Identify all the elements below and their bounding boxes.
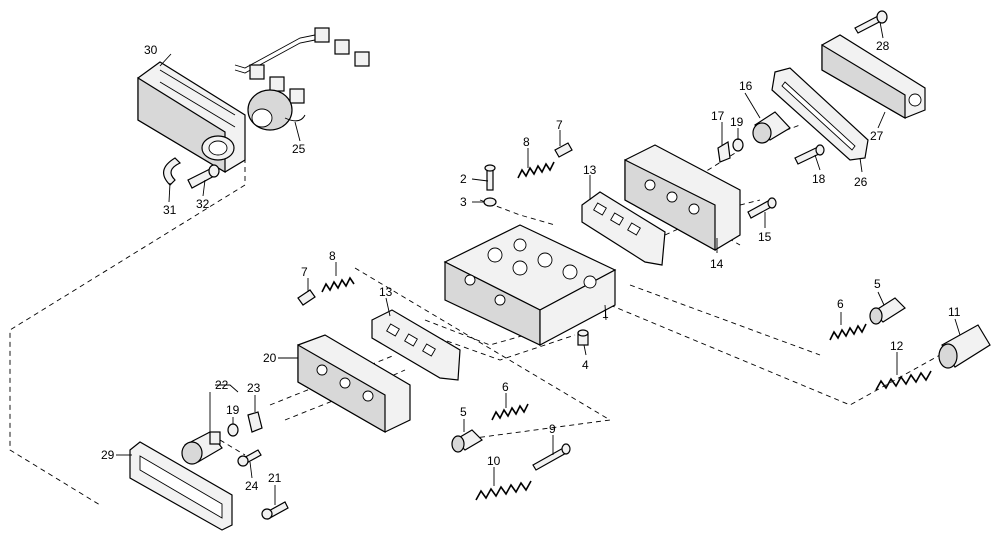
clip-23 (247, 411, 263, 433)
bolt-2 (484, 164, 496, 191)
callout-11: 11 (948, 305, 961, 319)
spring-12 (875, 370, 932, 391)
valve-5-left (451, 429, 483, 453)
callout-10: 10 (487, 454, 501, 468)
housing-20 (297, 334, 411, 434)
gasket-29 (129, 441, 233, 531)
callout-27: 27 (870, 129, 884, 143)
callout-1: 1 (602, 307, 609, 321)
callout-14: 14 (710, 257, 724, 271)
o-ring-19-lower (227, 423, 239, 437)
pin-9 (532, 443, 571, 471)
leader-lines (116, 21, 961, 505)
callout-24: 24 (245, 479, 259, 493)
callout-5-right: 5 (874, 277, 881, 291)
callout-8-upper: 8 (523, 135, 530, 149)
callout-13-lower: 13 (379, 285, 393, 299)
spring-6-right (829, 323, 867, 341)
callout-7-lower: 7 (301, 265, 308, 279)
bolt-32 (187, 164, 220, 189)
plug-7-lower (297, 289, 316, 306)
callout-26: 26 (854, 175, 868, 189)
callout-3: 3 (460, 195, 467, 209)
bolt-18 (794, 144, 825, 165)
callout-12: 12 (890, 339, 904, 353)
callout-labels: 30 25 31 32 2 3 8 7 13 14 15 16 17 19 18… (101, 39, 961, 493)
clip-17 (717, 141, 731, 163)
bolt-24 (237, 449, 262, 467)
callout-15: 15 (758, 230, 772, 244)
callout-17: 17 (711, 109, 725, 123)
callout-32: 32 (196, 197, 210, 211)
bolt-28 (854, 10, 888, 34)
solenoid-22 (181, 431, 223, 465)
callout-22: 22 (215, 378, 229, 392)
o-ring-19-upper (732, 138, 744, 152)
callout-19-upper: 19 (730, 115, 744, 129)
callout-13-upper: 13 (583, 163, 597, 177)
callout-9: 9 (549, 422, 556, 436)
housing-14 (624, 144, 741, 252)
callout-31: 31 (163, 203, 177, 217)
washer-3 (483, 197, 497, 207)
separator-plate-13-upper (581, 191, 666, 266)
snap-ring-31 (163, 157, 182, 186)
bolt-21 (261, 501, 289, 520)
cover-plate-30 (137, 61, 246, 174)
callout-30: 30 (144, 43, 158, 57)
callout-29: 29 (101, 448, 115, 462)
valve-5-right (869, 297, 906, 325)
plug-7-upper (554, 142, 573, 158)
spring-6-left (491, 403, 529, 421)
callout-18: 18 (812, 172, 826, 186)
gasket-26 (771, 67, 869, 161)
bolt-15 (747, 197, 777, 219)
spring-8-lower (321, 276, 355, 293)
valve-body-1 (443, 224, 617, 346)
wiring-harness-25 (234, 27, 370, 131)
callout-6-right: 6 (837, 297, 844, 311)
cover-27 (821, 34, 926, 120)
callout-6-left: 6 (502, 380, 509, 394)
callout-16: 16 (739, 79, 753, 93)
separator-plate-13-lower (371, 309, 461, 381)
callout-7-upper: 7 (556, 118, 563, 132)
callout-4: 4 (582, 358, 589, 372)
piston-11 (938, 324, 991, 369)
spring-8-upper (517, 161, 555, 179)
callout-20: 20 (263, 351, 277, 365)
callout-2: 2 (460, 172, 467, 186)
spring-10 (475, 480, 532, 501)
callout-5-left: 5 (460, 405, 467, 419)
solenoid-16 (752, 111, 791, 144)
callout-23: 23 (247, 381, 261, 395)
callout-25: 25 (292, 142, 306, 156)
callout-8-lower: 8 (329, 249, 336, 263)
plug-4 (577, 329, 589, 346)
callout-19-lower: 19 (226, 403, 240, 417)
callout-28: 28 (876, 39, 890, 53)
callout-21: 21 (268, 471, 282, 485)
